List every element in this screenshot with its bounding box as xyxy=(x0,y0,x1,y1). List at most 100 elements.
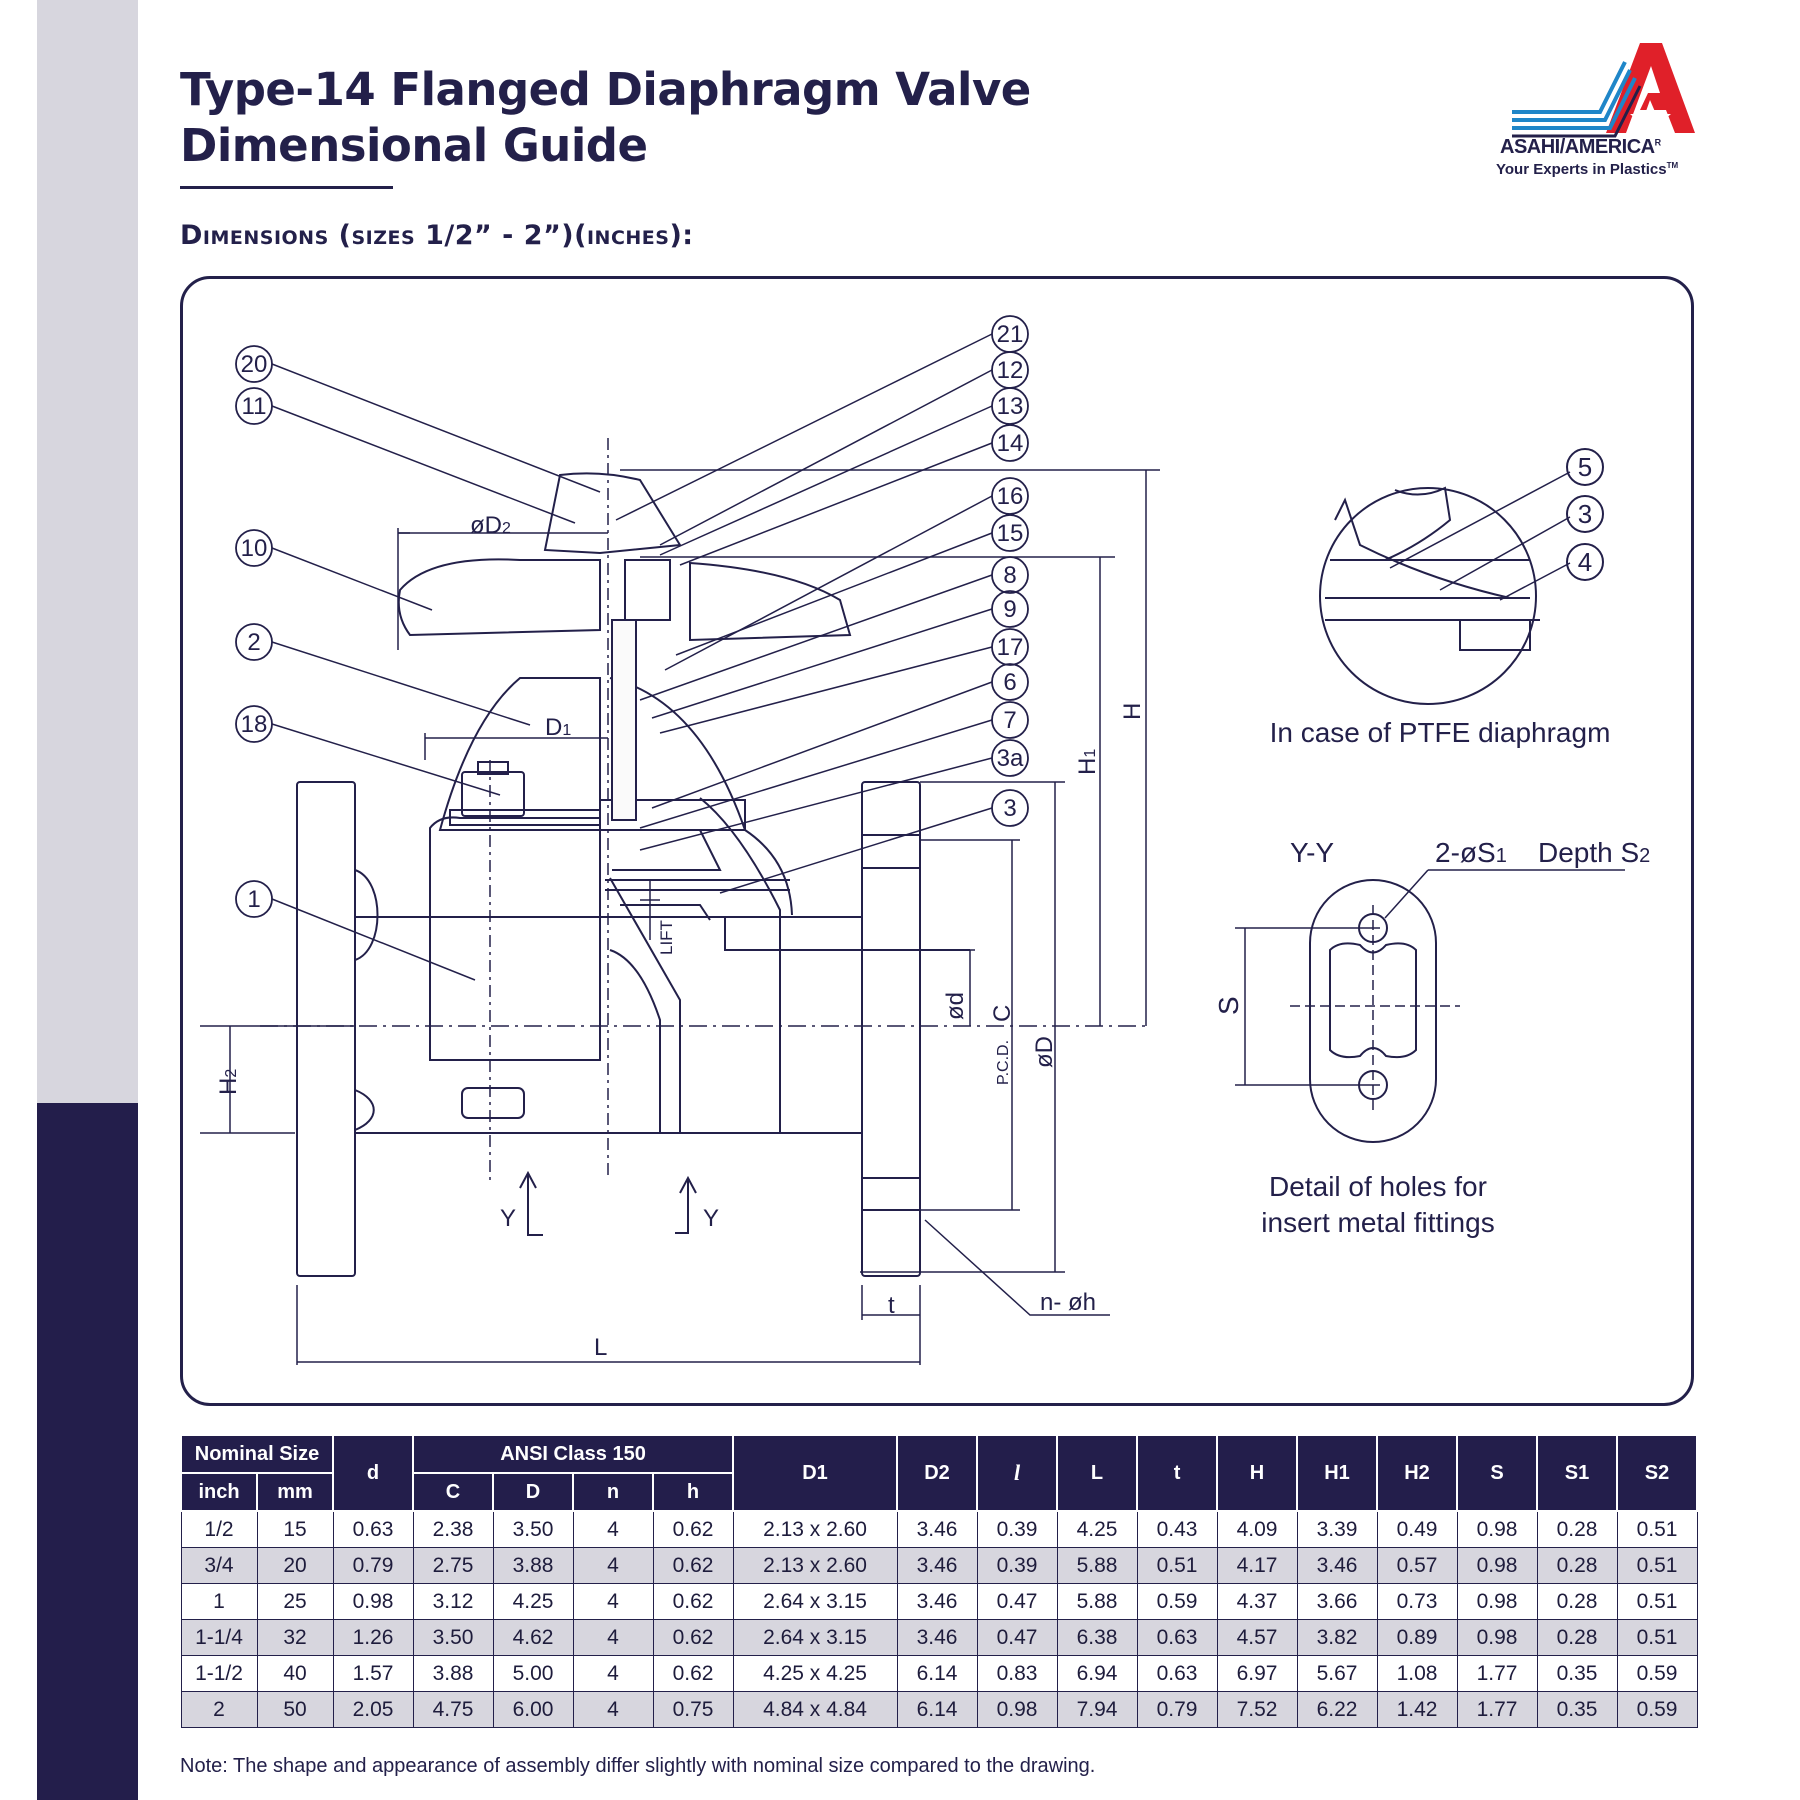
table-cell: 0.47 xyxy=(976,1583,1058,1620)
table-cell: 0.62 xyxy=(652,1547,734,1584)
depth-label-text: Depth S xyxy=(1538,837,1639,868)
header-t: t xyxy=(1136,1434,1219,1512)
part-label-14: 14 xyxy=(997,430,1024,457)
table-cell: 4 xyxy=(572,1583,654,1620)
table-cell: 1.77 xyxy=(1456,1655,1538,1692)
section-heading: Dimensions (sizes 1/2” - 2”)(inches): xyxy=(180,220,694,251)
dim-d1-text: D xyxy=(545,714,562,741)
part-label-16: 16 xyxy=(997,483,1024,510)
valve-body xyxy=(429,816,601,1061)
dim-label-l: L xyxy=(594,1334,607,1361)
title-line-2: Dimensional Guide xyxy=(180,119,648,172)
table-cell: 3.46 xyxy=(896,1619,978,1656)
holes-caption-line-2: insert metal fittings xyxy=(1261,1207,1494,1238)
table-cell: 0.59 xyxy=(1616,1655,1698,1692)
dim-label-d1: D1 xyxy=(545,714,571,741)
table-cell: 1-1/2 xyxy=(180,1655,258,1692)
header-inch: inch xyxy=(180,1472,258,1512)
table-cell: 1-1/4 xyxy=(180,1619,258,1656)
table-cell: 4.25 xyxy=(492,1583,574,1620)
part-label-1: 1 xyxy=(247,886,260,913)
table-header-row-top: Nominal Size d ANSI Class 150 D1 D2 l L … xyxy=(179,1434,1699,1512)
header-h2: H2 xyxy=(1376,1434,1459,1512)
valve-drawing: 20 11 10 2 18 1 21 12 13 14 16 15 8 9 17… xyxy=(200,315,1650,1365)
table-cell: 6.94 xyxy=(1056,1655,1138,1692)
table-cell: 1.42 xyxy=(1376,1691,1458,1728)
table-cell: 2.64 x 3.15 xyxy=(732,1619,898,1656)
table-cell: 0.51 xyxy=(1616,1547,1698,1584)
table-cell: 0.35 xyxy=(1536,1691,1618,1728)
table-cell: 2.05 xyxy=(332,1691,414,1728)
part-label-3: 3 xyxy=(1003,795,1016,822)
dim-od2-sub: 2 xyxy=(502,520,511,537)
table-cell: 4 xyxy=(572,1510,654,1548)
table-cell: 4.25 x 4.25 xyxy=(732,1655,898,1692)
dim-label-h2: H2 xyxy=(215,1069,242,1095)
header-d1: D1 xyxy=(732,1434,899,1512)
table-cell: 0.79 xyxy=(332,1547,414,1584)
title-underline xyxy=(180,186,393,189)
table-cell: 4.37 xyxy=(1216,1583,1298,1620)
table-cell: 0.51 xyxy=(1616,1510,1698,1548)
ptfe-caption: In case of PTFE diaphragm xyxy=(1270,717,1611,748)
table-cell: 0.98 xyxy=(1456,1547,1538,1584)
table-cell: 0.28 xyxy=(1536,1547,1618,1584)
table-cell: 0.63 xyxy=(332,1510,414,1548)
table-cell: 4.25 xyxy=(1056,1510,1138,1548)
dim-label-h: H xyxy=(1119,703,1146,720)
table-cell: 0.51 xyxy=(1616,1583,1698,1620)
dim-label-od2: øD2 xyxy=(470,512,511,539)
table-cell: 3.12 xyxy=(412,1583,494,1620)
table-cell: 3.50 xyxy=(412,1619,494,1656)
dim-label-t: t xyxy=(888,1292,895,1319)
section-marker-y-left: Y xyxy=(500,1205,516,1232)
table-cell: 5.67 xyxy=(1296,1655,1378,1692)
table-cell: 7.94 xyxy=(1056,1691,1138,1728)
table-cell: 32 xyxy=(256,1619,334,1656)
part-label-6: 6 xyxy=(1003,669,1016,696)
part-label-12: 12 xyxy=(997,357,1024,384)
dim-label-pcd: P.C.D. xyxy=(995,1040,1012,1085)
header-s: S xyxy=(1456,1434,1539,1512)
table-cell: 0.35 xyxy=(1536,1655,1618,1692)
sidebar-light-band xyxy=(37,0,138,1103)
table-cell: 6.22 xyxy=(1296,1691,1378,1728)
table-cell: 2.13 x 2.60 xyxy=(732,1510,898,1548)
part-label-2: 2 xyxy=(247,629,260,656)
header-ansi-class: ANSI Class 150 xyxy=(412,1434,735,1474)
s1-label: 2-øS1 xyxy=(1435,837,1507,868)
table-cell: 4 xyxy=(572,1691,654,1728)
header-h1: H1 xyxy=(1296,1434,1379,1512)
table-cell: 4.17 xyxy=(1216,1547,1298,1584)
table-cell: 5.88 xyxy=(1056,1547,1138,1584)
dim-label-od-big: øD xyxy=(1031,1036,1058,1068)
table-cell: 0.28 xyxy=(1536,1583,1618,1620)
table-cell: 6.38 xyxy=(1056,1619,1138,1656)
page-title: Type-14 Flanged Diaphragm Valve Dimensio… xyxy=(180,62,1031,174)
table-cell: 4 xyxy=(572,1655,654,1692)
table-cell: 0.39 xyxy=(976,1547,1058,1584)
table-cell: 0.62 xyxy=(652,1583,734,1620)
table-cell: 4.57 xyxy=(1216,1619,1298,1656)
footnote: Note: The shape and appearance of assemb… xyxy=(180,1755,1096,1777)
part-label-17: 17 xyxy=(997,634,1024,661)
header-l-small: l xyxy=(976,1434,1059,1512)
header-big-d: D xyxy=(492,1472,575,1512)
table-cell: 3.46 xyxy=(896,1510,978,1548)
detail-label-3: 3 xyxy=(1578,499,1592,529)
table-cell: 0.39 xyxy=(976,1510,1058,1548)
table-cell: 2.13 x 2.60 xyxy=(732,1547,898,1584)
table-cell: 0.62 xyxy=(652,1655,734,1692)
header-n: n xyxy=(572,1472,655,1512)
table-cell: 0.43 xyxy=(1136,1510,1218,1548)
left-flange xyxy=(296,781,356,1277)
table-cell: 0.98 xyxy=(976,1691,1058,1728)
table-cell: 0.62 xyxy=(652,1510,734,1548)
dim-label-od: ød xyxy=(942,992,969,1020)
table-header-row-sub: inch mm C D n h xyxy=(180,1472,1697,1512)
logo-trademark: TM xyxy=(1666,161,1679,170)
table-cell: 50 xyxy=(256,1691,334,1728)
